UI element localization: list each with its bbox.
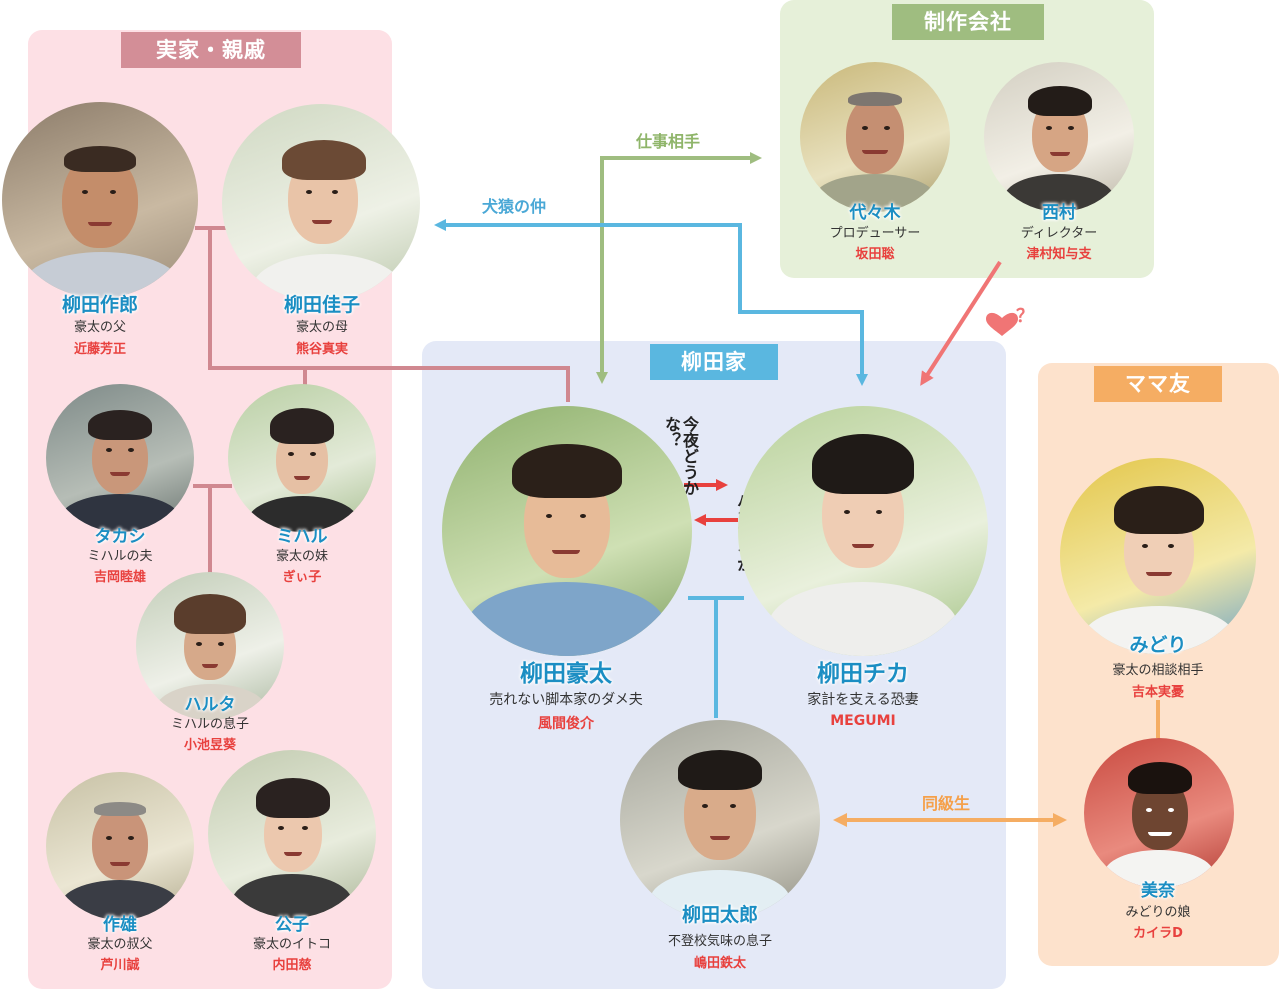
sakuo-photo bbox=[46, 772, 194, 920]
sakuo-role: 豪太の叔父 bbox=[87, 937, 153, 952]
taro-role: 不登校気味の息子 bbox=[667, 934, 772, 949]
nishimura-photo bbox=[984, 62, 1134, 212]
chika-name: 柳田チカ bbox=[817, 661, 909, 687]
nishimura-actor: 津村知与支 bbox=[1026, 247, 1092, 262]
miharu-name: ミハル bbox=[276, 527, 328, 547]
nishimura-role: ディレクター bbox=[1020, 226, 1098, 241]
takashi-photo bbox=[46, 384, 194, 532]
miharu-role: 豪太の妹 bbox=[275, 549, 328, 564]
heart-icon bbox=[986, 312, 1018, 336]
mina-name: 美奈 bbox=[1141, 881, 1175, 901]
family-group-label: 実家・親戚 bbox=[121, 32, 301, 68]
taro-name: 柳田太郎 bbox=[681, 904, 758, 926]
yoshiko-photo bbox=[222, 104, 420, 302]
yoyogi-actor: 坂田聡 bbox=[855, 247, 895, 262]
nishimura-name: 西村 bbox=[1042, 203, 1076, 223]
mama-group-label: ママ友 bbox=[1094, 366, 1222, 402]
work-relation-label: 仕事相手 bbox=[636, 132, 701, 151]
gota-name: 柳田豪太 bbox=[520, 661, 612, 687]
sakuro-actor: 近藤芳正 bbox=[73, 342, 126, 357]
taro-photo bbox=[620, 720, 820, 920]
sakuro-name: 柳田作郎 bbox=[61, 294, 138, 316]
yoyogi-role: プロデューサー bbox=[829, 226, 921, 241]
yoshiko-role: 豪太の母 bbox=[295, 320, 348, 335]
enemy-relation-label: 犬猿の仲 bbox=[482, 197, 547, 216]
midori-actor: 吉本実憂 bbox=[1131, 685, 1184, 700]
gota-photo bbox=[442, 406, 692, 656]
chika-actor: MEGUMI bbox=[830, 713, 896, 729]
haruta-role: ミハルの息子 bbox=[170, 717, 249, 732]
gota-actor: 風間俊介 bbox=[538, 716, 594, 732]
yoyogi-photo bbox=[800, 62, 950, 212]
yoshiko-actor: 熊谷真実 bbox=[295, 342, 348, 357]
heart-relation-label: ？ bbox=[1016, 306, 1034, 327]
miharu-actor: ぎぃ子 bbox=[282, 570, 322, 585]
kimiko-role: 豪太のイトコ bbox=[252, 937, 331, 952]
midori-role: 豪太の相談相手 bbox=[1112, 663, 1204, 678]
company-group-label: 制作会社 bbox=[892, 4, 1044, 40]
haruta-photo bbox=[136, 572, 284, 720]
kimiko-photo bbox=[208, 750, 376, 918]
gota-role: 売れない脚本家のダメ夫 bbox=[489, 692, 643, 708]
mina-actor: カイラD bbox=[1133, 926, 1183, 941]
miharu-photo bbox=[228, 384, 376, 532]
classmate-relation-label: 同級生 bbox=[922, 794, 971, 813]
sakuo-name: 作雄 bbox=[103, 915, 137, 935]
takashi-name: タカシ bbox=[94, 527, 146, 547]
yoyogi-name: 代々木 bbox=[849, 203, 901, 223]
kimiko-name: 公子 bbox=[275, 915, 309, 935]
haruta-actor: 小池昱葵 bbox=[183, 738, 236, 753]
midori-photo bbox=[1060, 458, 1256, 654]
sakuo-actor: 芦川誠 bbox=[100, 958, 140, 973]
mina-photo bbox=[1084, 738, 1234, 888]
yoshiko-name: 柳田佳子 bbox=[283, 294, 360, 316]
mina-role: みどりの娘 bbox=[1125, 905, 1191, 920]
sakuro-role: 豪太の父 bbox=[73, 320, 126, 335]
haruta-name: ハルタ bbox=[184, 695, 236, 715]
chika-role: 家計を支える恐妻 bbox=[807, 692, 919, 708]
chika-photo bbox=[738, 406, 988, 656]
takashi-actor: 吉岡睦雄 bbox=[93, 570, 146, 585]
kimiko-actor: 内田慈 bbox=[272, 958, 312, 973]
sakuro-photo bbox=[2, 102, 198, 298]
taro-actor: 嶋田鉄太 bbox=[693, 956, 746, 971]
takashi-role: ミハルの夫 bbox=[87, 549, 153, 564]
midori-name: みどり bbox=[1129, 634, 1187, 656]
home-group-label: 柳田家 bbox=[650, 344, 778, 380]
